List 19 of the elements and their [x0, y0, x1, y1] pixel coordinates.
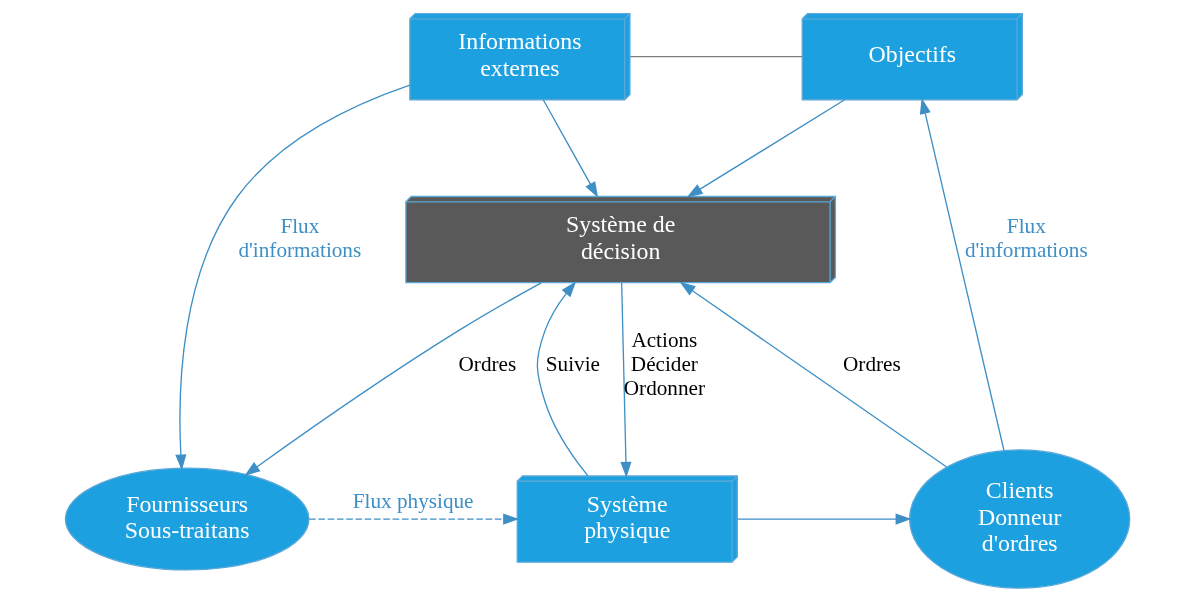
arrow: [919, 98, 1005, 451]
node-ellipse: Clients Donneur d'ordres: [908, 449, 1131, 589]
arrow: [620, 282, 632, 478]
arrow: [244, 282, 542, 476]
arrow: [308, 513, 520, 525]
edge-label: Flux physique: [352, 489, 474, 514]
arrow: [679, 281, 948, 468]
connector: [629, 56, 803, 58]
edge-label: Flux d'informations: [964, 213, 1088, 262]
arrow: [542, 99, 599, 198]
arrow: [175, 84, 411, 471]
edge-label: Ordres: [458, 352, 517, 377]
node-ellipse: Fournisseurs Sous-traitans: [64, 467, 310, 571]
arrow: [536, 281, 589, 477]
edge-label: Ordres: [843, 352, 901, 377]
arrow: [686, 99, 846, 198]
edge-label: Flux d'informations: [238, 213, 362, 262]
edge-label: Suivie: [545, 352, 601, 377]
arrow: [736, 513, 912, 525]
